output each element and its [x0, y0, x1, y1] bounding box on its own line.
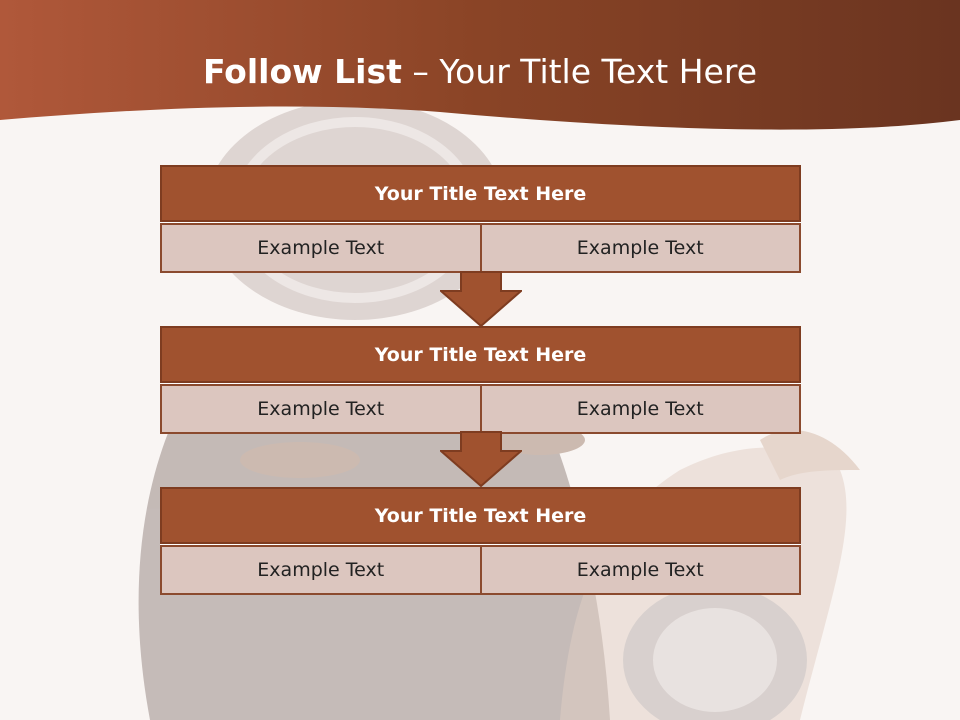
block-row: Example Text Example Text [160, 383, 801, 434]
block-title[interactable]: Your Title Text Here [160, 487, 801, 544]
title-bold: Follow List [202, 52, 402, 91]
block-title[interactable]: Your Title Text Here [160, 165, 801, 222]
block-cell-right[interactable]: Example Text [481, 384, 801, 434]
title-separator: – [401, 52, 440, 91]
page-title: Follow List – Your Title Text Here [0, 52, 960, 91]
list-block-2: Your Title Text Here Example Text Exampl… [160, 326, 801, 434]
down-arrow-icon [440, 431, 522, 487]
block-cell-left[interactable]: Example Text [160, 384, 482, 434]
header-band [0, 0, 960, 130]
block-cell-right[interactable]: Example Text [481, 545, 801, 595]
block-row: Example Text Example Text [160, 222, 801, 273]
block-cell-right[interactable]: Example Text [481, 223, 801, 273]
list-block-3: Your Title Text Here Example Text Exampl… [160, 487, 801, 595]
block-cell-left[interactable]: Example Text [160, 223, 482, 273]
title-rest: Your Title Text Here [439, 52, 758, 91]
list-block-1: Your Title Text Here Example Text Exampl… [160, 165, 801, 273]
down-arrow-icon [440, 271, 522, 327]
block-row: Example Text Example Text [160, 544, 801, 595]
block-cell-left[interactable]: Example Text [160, 545, 482, 595]
block-title[interactable]: Your Title Text Here [160, 326, 801, 383]
